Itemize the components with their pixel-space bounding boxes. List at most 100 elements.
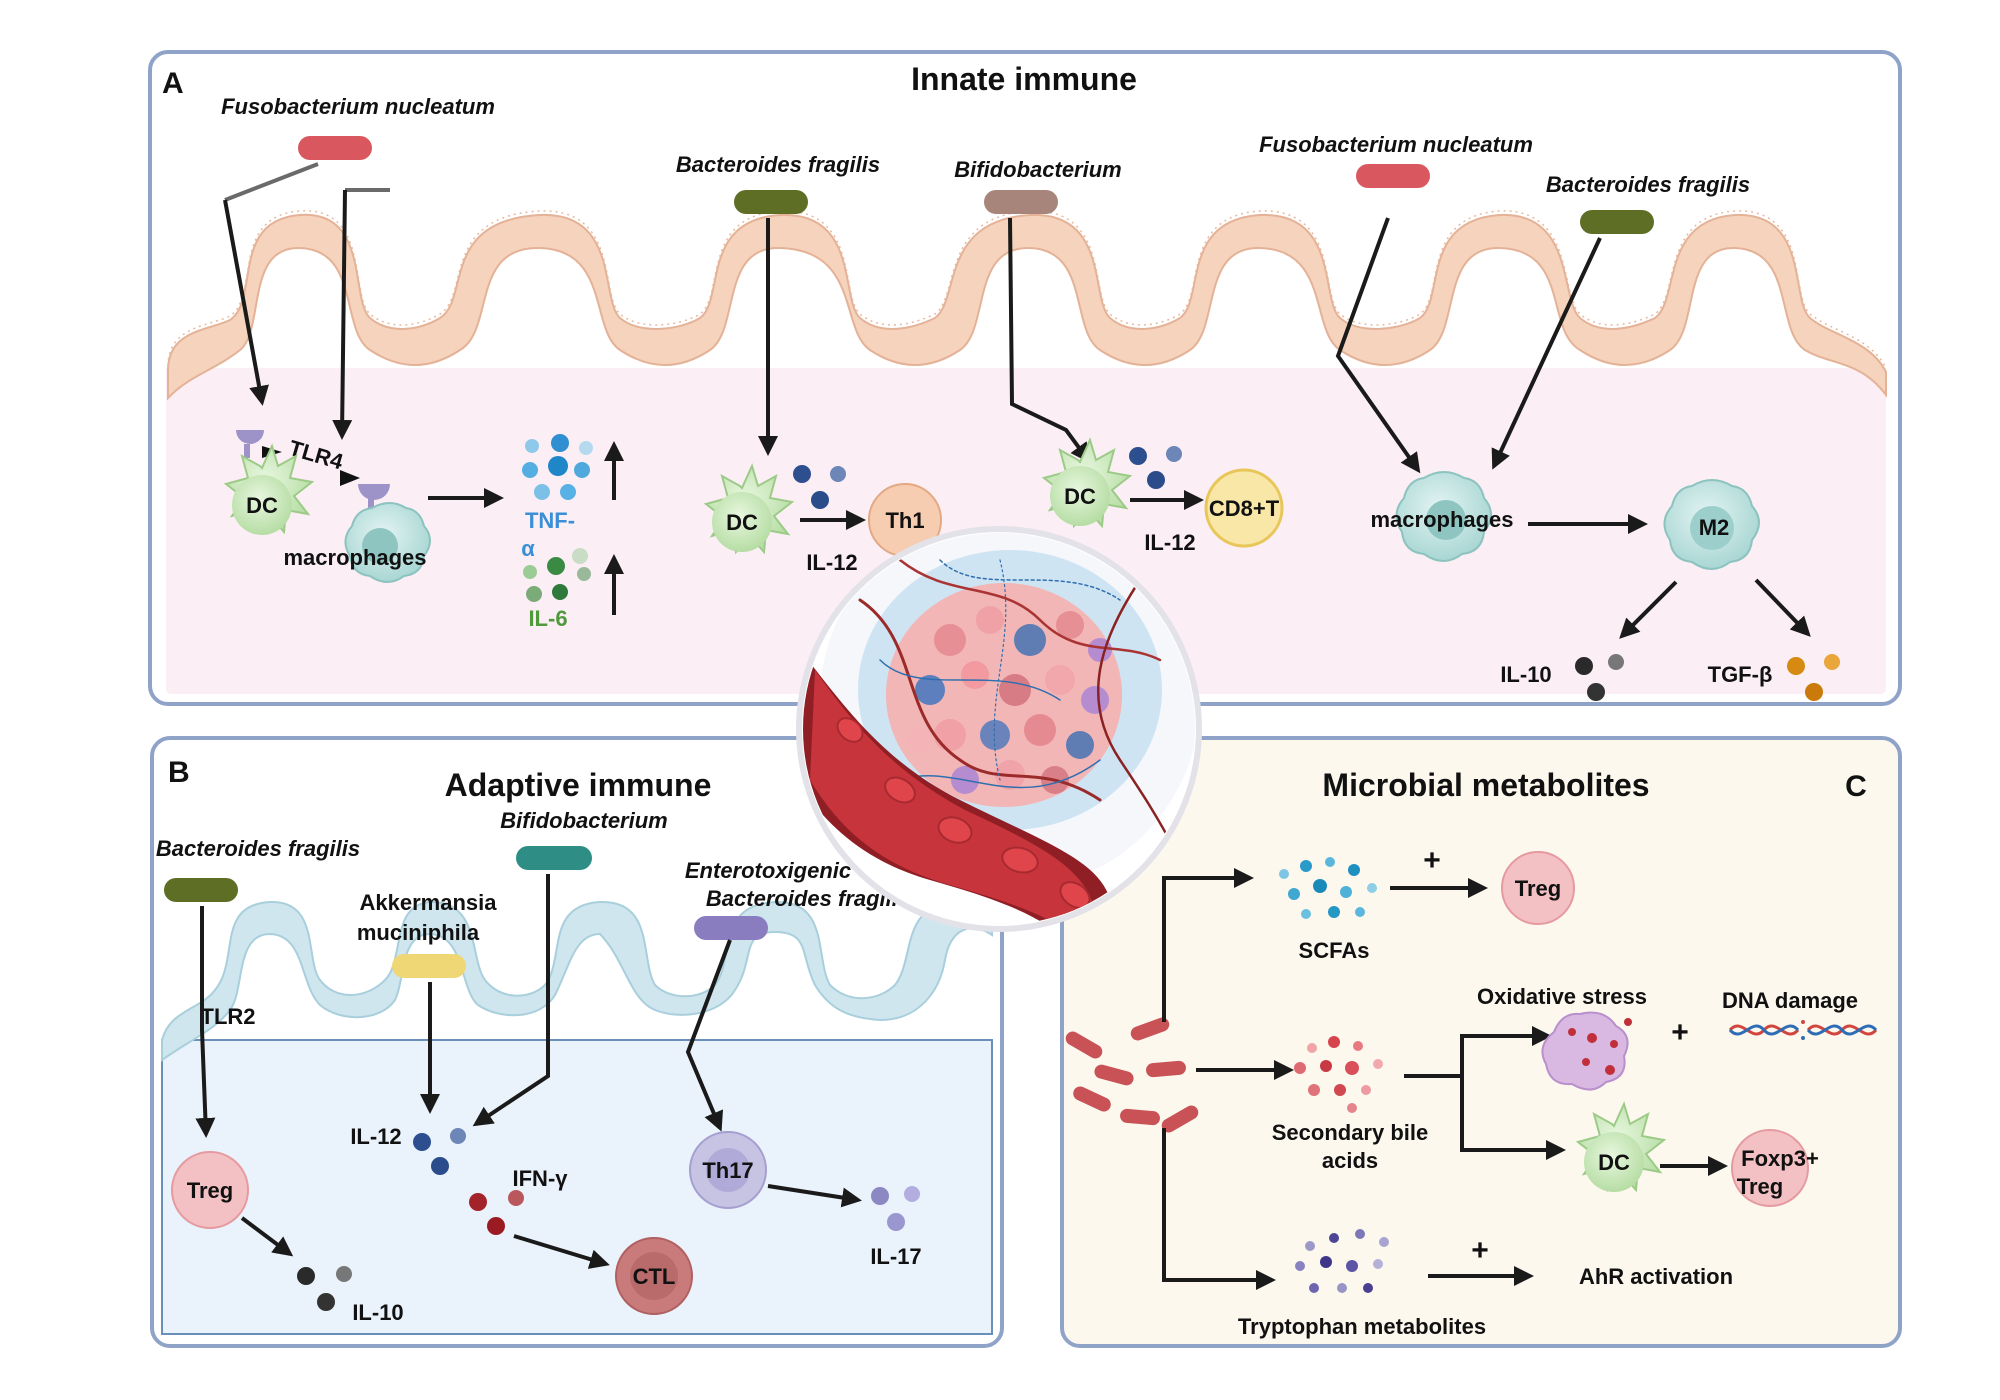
bile-acids-label-1: Secondary bile — [1272, 1120, 1429, 1145]
panel-c: Microbial metabolites C — [1060, 736, 1902, 1348]
m2-cell — [1663, 479, 1760, 570]
th17-to-il17-arrow — [767, 1184, 862, 1208]
treg-cell-b — [171, 1151, 249, 1229]
dc-label-a1: DC — [246, 493, 278, 518]
panel-a-letter: A — [162, 67, 184, 100]
tnf-alpha-dots — [522, 434, 593, 500]
plus-sign-3: + — [1471, 1234, 1489, 1267]
to-tryptophan-arrow — [1162, 1128, 1276, 1290]
il12-dots-b — [413, 1128, 466, 1175]
fn1-arrow-to-dc — [223, 199, 269, 406]
foxp3-label-1: Foxp3+ — [1741, 1146, 1819, 1171]
il6-dots — [523, 548, 591, 602]
blood-vessel-lumen — [810, 670, 1095, 925]
il12-dots-a2 — [1129, 446, 1182, 489]
plus-sign-2: + — [1671, 1016, 1689, 1049]
il6-label: IL-6 — [528, 606, 567, 631]
tryptophan-label: Tryptophan metabolites — [1238, 1314, 1486, 1339]
tnf-alpha-label: α — [521, 536, 535, 561]
panel-c-frame — [1060, 736, 1902, 1348]
fusobacterium-label-2: Fusobacterium nucleatum — [1259, 132, 1533, 157]
bifidobacterium-label-a: Bifidobacterium — [954, 157, 1121, 182]
th1-label: Th1 — [885, 508, 924, 533]
dna-damage-icon — [1728, 1020, 1878, 1040]
bifido-arrow-to-dc — [1008, 217, 1091, 464]
fn2-arrow-to-macrophages — [1335, 217, 1421, 474]
dc-cell-c — [1575, 1101, 1667, 1193]
ifng-dots — [469, 1190, 524, 1235]
panel-a-epithelium — [167, 213, 1887, 401]
cd8t-cell — [1204, 468, 1284, 548]
bacteroides-rod-b — [164, 878, 238, 902]
bifidobacterium-label-b: Bifidobacterium — [500, 808, 667, 833]
akkermansia-label-2: muciniphila — [357, 920, 480, 945]
il10-dots-b — [297, 1266, 352, 1311]
il10-label-a: IL-10 — [1500, 662, 1551, 687]
dc-cell-a3 — [1041, 437, 1133, 529]
bf2-arrow-to-macrophages — [1491, 237, 1602, 470]
akkermansia-rod — [392, 954, 466, 978]
bifido-b-arrow — [472, 874, 550, 1127]
tlr4-stalk-2 — [368, 498, 374, 512]
bacteroides-rod-2 — [1580, 210, 1654, 234]
microbe-cluster — [1065, 1017, 1199, 1133]
il12-label-a2: IL-12 — [1144, 530, 1195, 555]
tlr2-label: TLR2 — [201, 1004, 256, 1029]
m2-label: M2 — [1699, 515, 1730, 540]
m2-to-tgfb-arrow — [1754, 578, 1811, 637]
etbf-arrow-to-th17 — [685, 939, 732, 1132]
ifng-label: IFN-γ — [513, 1166, 569, 1191]
plus-sign-1: + — [1423, 844, 1441, 877]
fn1-arrow-to-macrophages — [332, 189, 353, 440]
il12-label-a1: IL-12 — [806, 550, 857, 575]
fusobacterium-label-1: Fusobacterium nucleatum — [221, 94, 495, 119]
oxidative-stress-cell — [1541, 1011, 1632, 1091]
akkermansia-label-1: Akkermansia — [360, 890, 498, 915]
vessel-network — [858, 558, 1182, 862]
treg-label-b: Treg — [187, 1178, 233, 1203]
tumor-microenvironment-illustration — [796, 526, 1202, 932]
bile-acid-dots — [1294, 1036, 1383, 1113]
tlr4-pointer-2 — [340, 470, 360, 486]
bifidobacterium-rod-a — [984, 190, 1058, 214]
bacteroides-label-2: Bacteroides fragilis — [1546, 172, 1750, 197]
panel-a-epithelium-brush — [167, 210, 1887, 369]
m2-to-il10-arrow — [1619, 580, 1678, 639]
dc-label-a2: DC — [726, 510, 758, 535]
il17-label: IL-17 — [870, 1244, 921, 1269]
dc-label-c: DC — [1598, 1150, 1630, 1175]
bacteroides-rod-1 — [734, 190, 808, 214]
il12-dots-a1 — [793, 465, 846, 509]
tlr4-receptor-2 — [358, 484, 390, 500]
macrophages-label-a1: macrophages — [283, 545, 426, 570]
tgfb-label: TGF-β — [1708, 662, 1773, 687]
bf-arrow-to-treg — [195, 906, 216, 1138]
ifng-to-ctl-arrow — [513, 1234, 610, 1269]
tlr4-stalk-1 — [244, 444, 250, 458]
bacteroides-label-b: Bacteroides fragilis — [156, 836, 360, 861]
ctl-label: CTL — [633, 1264, 676, 1289]
scfas-label: SCFAs — [1299, 938, 1370, 963]
th17-nucleus — [706, 1148, 750, 1192]
panel-b-title: Adaptive immune — [445, 767, 712, 803]
macrophages-label-a2: macrophages — [1370, 507, 1513, 532]
etbf-label-1: Enterotoxigenic — [685, 858, 851, 883]
to-scfas-arrow — [1162, 868, 1254, 1022]
bile-to-oxidative-arrow — [1404, 1026, 1552, 1078]
bacteroides-label-1: Bacteroides fragilis — [676, 152, 880, 177]
foxp3-label-2: Treg — [1737, 1174, 1783, 1199]
panel-b-letter: B — [168, 756, 190, 789]
panel-b-lamina — [161, 1039, 993, 1335]
macrophage-cell-a2 — [1395, 471, 1492, 562]
il10-label-b: IL-10 — [352, 1300, 403, 1325]
treg-label-c: Treg — [1515, 876, 1561, 901]
th17-label: Th17 — [702, 1158, 753, 1183]
red-blood-cells — [836, 717, 1091, 909]
bile-to-dc-arrow — [1460, 1076, 1566, 1160]
panel-a-title: Innate immune — [911, 61, 1137, 97]
foxp3-treg-cell — [1731, 1129, 1809, 1207]
panel-c-letter: C — [1845, 770, 1867, 803]
dc-cell-a1 — [223, 443, 315, 535]
dc-label-a3: DC — [1064, 484, 1096, 509]
etbf-rod — [694, 916, 768, 940]
